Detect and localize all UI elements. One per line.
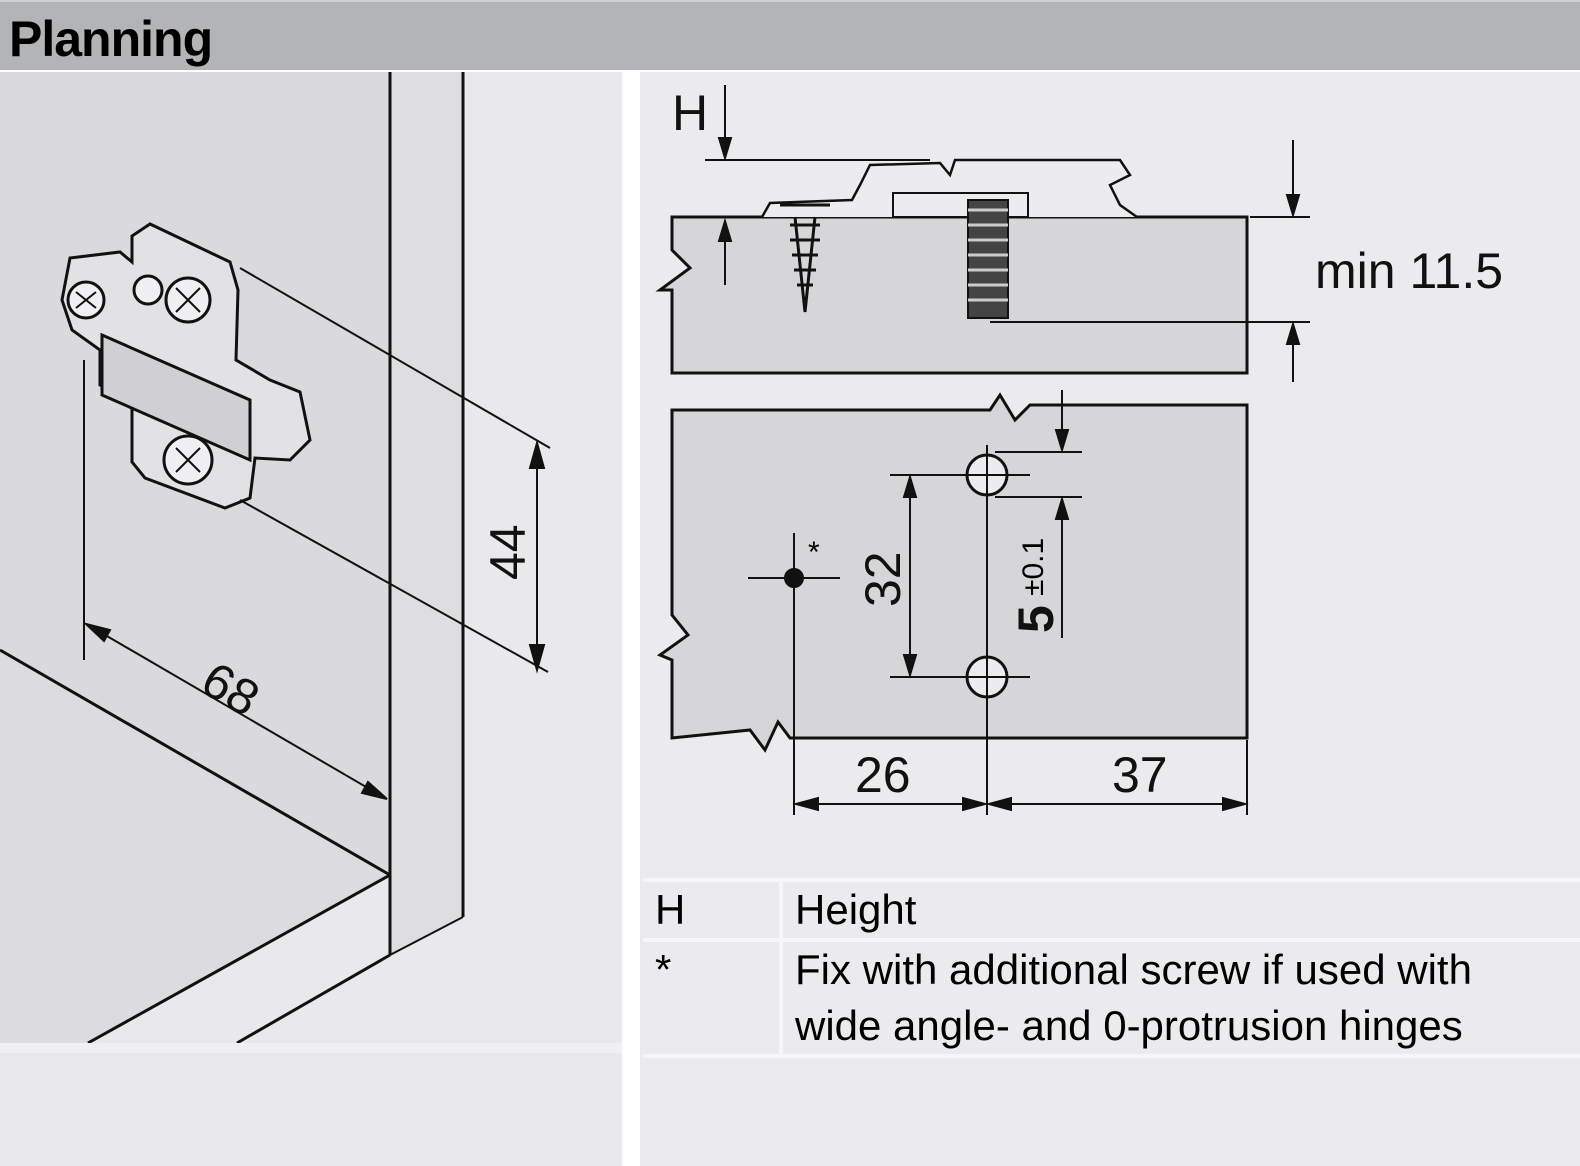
section-view	[655, 158, 1249, 375]
asterisk-marker: *	[808, 536, 820, 569]
dim-offset-tolerance: ±0.1	[1017, 538, 1050, 596]
dim-offset-5: 5	[1008, 605, 1064, 633]
header-bar: Planning	[0, 0, 1580, 70]
plan-dimension-lines	[748, 390, 1249, 815]
min-depth-label: min 11.5	[1315, 243, 1503, 299]
legend-key: *	[643, 942, 783, 1054]
plan-view	[656, 392, 1249, 753]
dim-left-26: 26	[855, 747, 911, 803]
dim-hole-spacing-32: 32	[855, 551, 911, 607]
legend-row: * Fix with additional screw if used with…	[643, 938, 1580, 1058]
legend-key: H	[643, 882, 783, 938]
height-marker-h: H	[672, 85, 708, 141]
page-title: Planning	[9, 11, 213, 67]
dim-right-37: 37	[1112, 747, 1168, 803]
mounting-plate-drawing	[60, 222, 312, 510]
section-dimension-lines	[705, 85, 1310, 382]
dim-height-44: 44	[480, 524, 536, 580]
legend-row: H Height	[643, 878, 1580, 938]
legend-table: H Height * Fix with additional screw if …	[643, 878, 1580, 1058]
legend-value: Height	[795, 886, 917, 933]
legend-value: Fix with additional screw if used with w…	[795, 946, 1472, 1049]
left-dimension-lines	[82, 267, 551, 800]
